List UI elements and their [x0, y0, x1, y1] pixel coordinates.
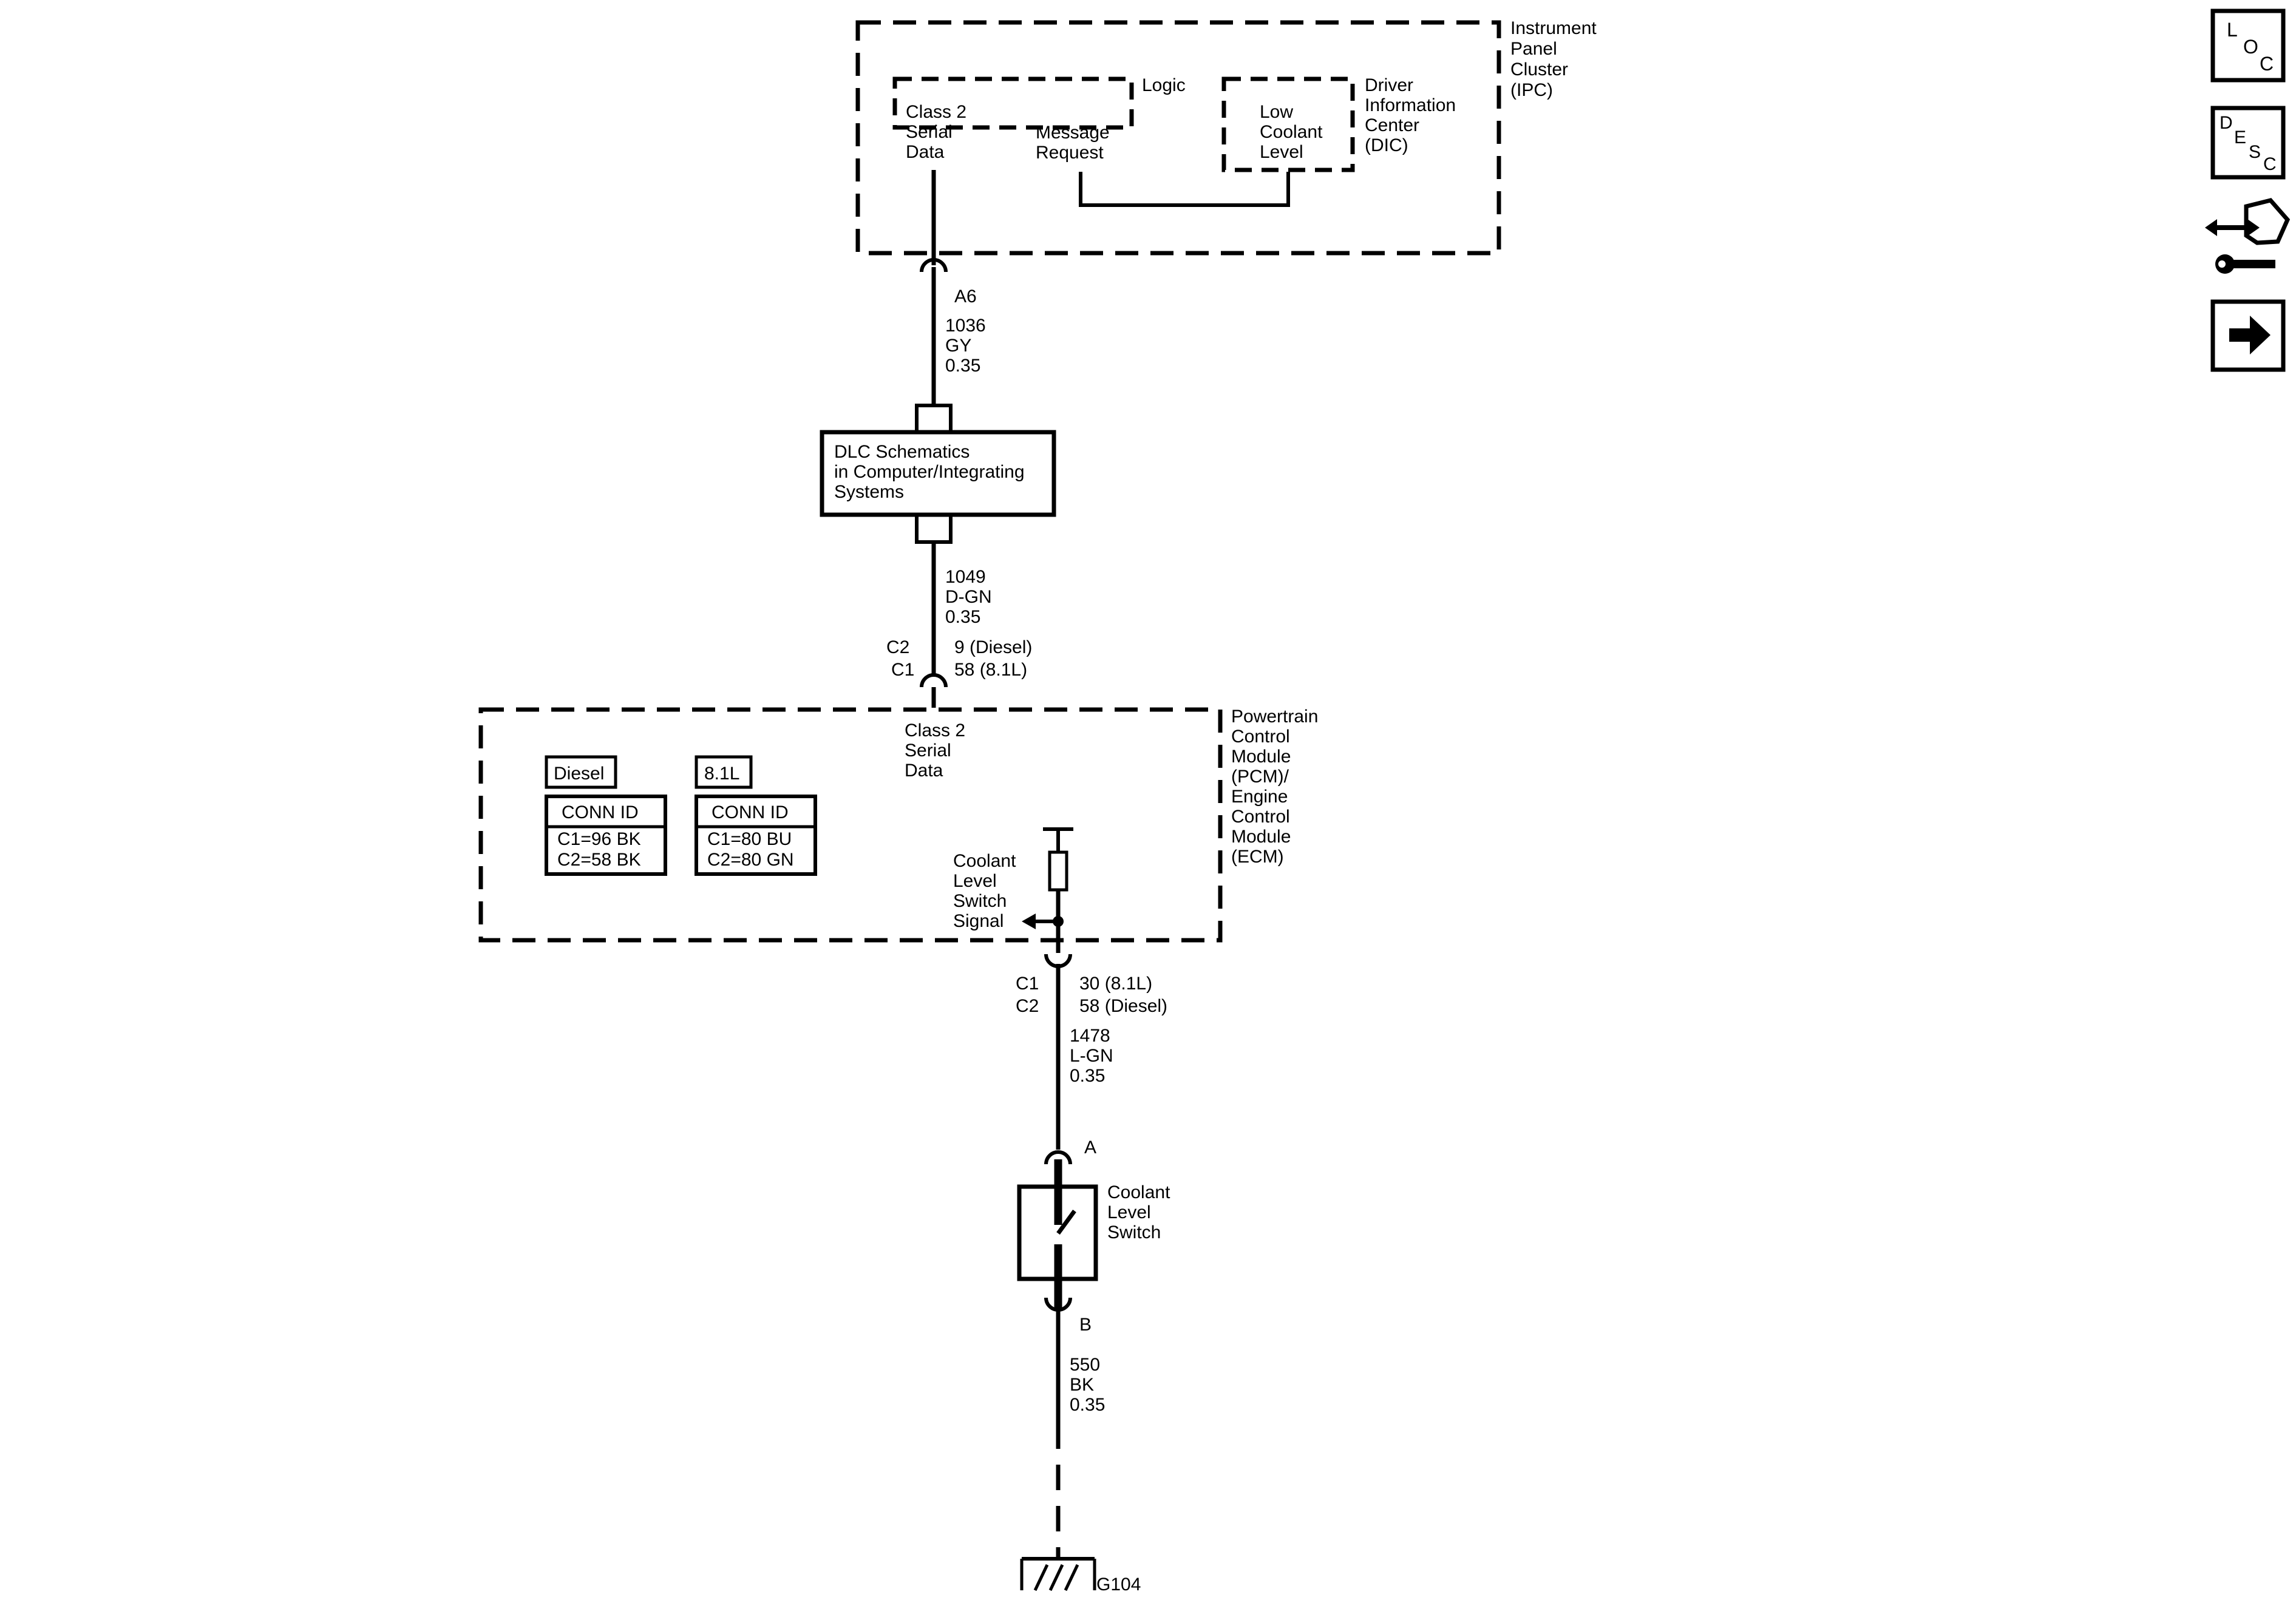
- pullup-junction-dot: [1053, 916, 1064, 927]
- loc-letter-l: L: [2227, 19, 2238, 41]
- a6-connector-symbol: [920, 258, 948, 273]
- pcm-bottom-conn-ids: C1 C2: [1016, 974, 1044, 1016]
- a6-pin-label: A6: [954, 286, 977, 307]
- pcm-bottom-conn-pins: 30 (8.1L) 58 (Diesel): [1079, 974, 1167, 1016]
- loc-button[interactable]: L O C: [2210, 8, 2286, 83]
- switch-pin-a-symbol: [1044, 1150, 1072, 1165]
- pcm-module-outline: [478, 707, 1223, 943]
- desc-button[interactable]: D E S C: [2210, 106, 2286, 180]
- dlc-bottom-tab: [915, 515, 953, 544]
- switch-name: Coolant Level Switch: [1107, 1182, 1175, 1242]
- gas-conn-header: CONN ID: [712, 802, 789, 822]
- diesel-conn-row-1: C1=96 BK: [557, 829, 641, 849]
- desc-letter-d: D: [2220, 113, 2233, 133]
- ipc-logic-box: [892, 76, 1134, 130]
- ipc-low-coolant-label: Low Coolant Level: [1260, 102, 1328, 162]
- desc-letter-s: S: [2249, 142, 2261, 162]
- pcm-name: Powertrain Control Module (PCM)/ Engine …: [1231, 707, 1323, 867]
- switch-pin-b-label: B: [1079, 1315, 1092, 1335]
- wire-1036-label: 1036 GY 0.35: [945, 316, 991, 376]
- diesel-conn-table: [545, 795, 667, 876]
- ground-hatch-2: [1033, 1564, 1049, 1592]
- logic-dic-link: [1079, 172, 1290, 207]
- wire-1478-label: 1478 L-GN 0.35: [1070, 1026, 1118, 1086]
- diesel-label: Diesel: [554, 764, 604, 784]
- gas-conn-row-1: C1=80 BU: [707, 829, 792, 849]
- switch-contact-blade: [1056, 1209, 1076, 1235]
- dlc-top-tab: [915, 404, 953, 432]
- ipc-dic-label: Driver Information Center (DIC): [1365, 75, 1461, 155]
- loc-letter-o: O: [2243, 36, 2258, 58]
- dlc-label: DLC Schematics in Computer/Integrating S…: [834, 442, 1030, 502]
- ipc-logic-label: Logic: [1142, 75, 1186, 95]
- ground-label: G104: [1096, 1575, 1141, 1595]
- diesel-conn-row-2: C2=58 BK: [557, 850, 641, 870]
- loc-letter-c: C: [2260, 53, 2274, 75]
- dlc-box: [820, 430, 1056, 517]
- wire-550-label: 550 BK 0.35: [1070, 1355, 1105, 1415]
- ipc-dic-box: [1221, 76, 1355, 172]
- pullup-resistor: [1048, 850, 1068, 892]
- ground-hatch-4: [1064, 1564, 1079, 1592]
- wire-1049-label: 1049 D-GN 0.35: [945, 567, 997, 627]
- ipc-class2-label: Class 2 Serial Data: [906, 102, 971, 162]
- ground-hatch-3: [1048, 1564, 1064, 1592]
- ipc-name: Instrument Panel Cluster (IPC): [1510, 18, 1601, 100]
- pcm-class2-label: Class 2 Serial Data: [905, 720, 970, 781]
- diesel-label-box: [545, 755, 617, 789]
- pcm-top-connector-symbol: [920, 673, 948, 688]
- ipc-module-outline: [855, 20, 1501, 256]
- coolant-signal-label: Coolant Level Switch Signal: [953, 851, 1021, 931]
- ipc-message-request-label: Message Request: [1036, 123, 1115, 163]
- gas-conn-row-2: C2=80 GN: [707, 850, 794, 870]
- arrow-right-icon: [2229, 316, 2271, 354]
- next-button[interactable]: [2210, 299, 2286, 372]
- gas-label-box: [695, 755, 753, 789]
- gas-label: 8.1L: [704, 764, 739, 784]
- signal-arrow: [1022, 914, 1036, 929]
- connector-repair-icon: [2205, 198, 2291, 274]
- desc-letter-e: E: [2234, 127, 2246, 147]
- gas-conn-table: [695, 795, 817, 876]
- pcm-top-conn-pins: 9 (Diesel) 58 (8.1L): [954, 637, 1038, 680]
- diesel-conn-header: CONN ID: [562, 802, 639, 822]
- switch-pin-a-label: A: [1084, 1137, 1096, 1158]
- pcm-top-conn-ids: C2 C1: [886, 637, 915, 680]
- connector-repair-button[interactable]: [2205, 198, 2291, 274]
- desc-letter-c: C: [2263, 154, 2277, 174]
